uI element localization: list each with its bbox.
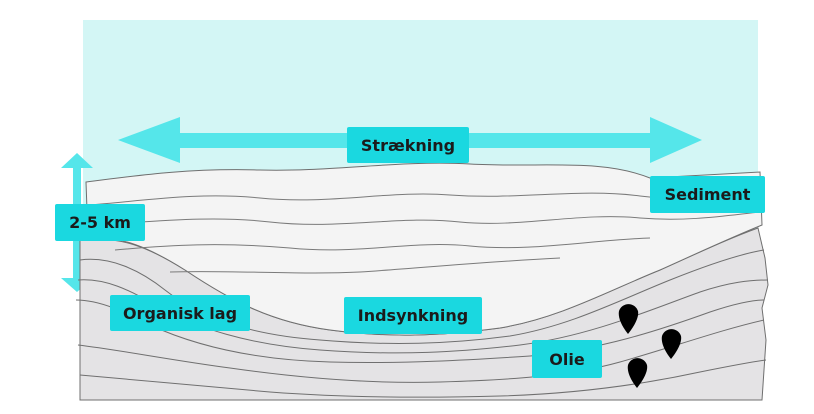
oil-drop-2 bbox=[661, 329, 682, 359]
organic-layer-label: Organisk lag bbox=[110, 295, 250, 331]
sediment-label: Sediment bbox=[650, 176, 765, 213]
depth-label: 2-5 km bbox=[55, 204, 145, 241]
oil-drop-3 bbox=[627, 358, 648, 388]
oil-drop-1 bbox=[618, 304, 639, 334]
extension-label: Strækning bbox=[347, 127, 469, 163]
oil-label: Olie bbox=[532, 340, 602, 378]
subsidence-label: Indsynkning bbox=[344, 297, 482, 334]
